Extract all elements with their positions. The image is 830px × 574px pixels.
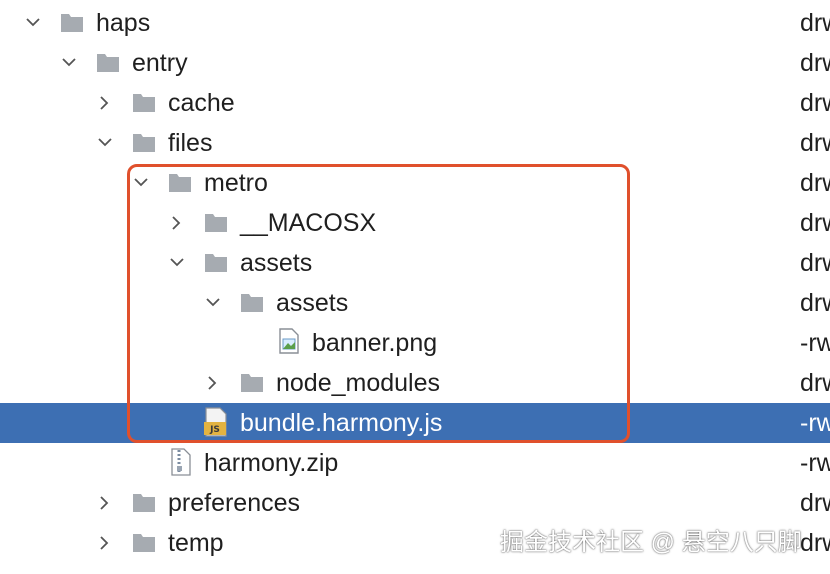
tree-item-label: files (168, 129, 213, 157)
folder-icon (96, 51, 120, 73)
chevron-right-icon[interactable] (98, 96, 110, 110)
tree-row-assets[interactable]: assets drw (0, 243, 830, 283)
folder-icon (132, 491, 156, 513)
folder-icon (132, 531, 156, 553)
permission-text: drw (800, 129, 830, 157)
chevron-right-icon[interactable] (98, 496, 110, 510)
permission-text: drw (800, 89, 830, 117)
tree-item-label: __MACOSX (240, 209, 377, 237)
tree-row-haps[interactable]: haps drw (0, 3, 830, 43)
permission-text: drw (800, 49, 830, 77)
permission-text: drw (800, 169, 830, 197)
tree-item-label: node_modules (276, 369, 441, 397)
folder-icon (168, 171, 192, 193)
permission-text: drw (800, 9, 830, 37)
tree-item-label: preferences (168, 489, 301, 517)
folder-icon (132, 131, 156, 153)
tree-row-files[interactable]: files drw (0, 123, 830, 163)
chevron-down-icon[interactable] (26, 16, 40, 28)
chevron-right-icon[interactable] (98, 536, 110, 550)
permission-text: -rw (800, 449, 830, 477)
tree-item-label: bundle.harmony.js (240, 409, 443, 437)
chevron-down-icon[interactable] (98, 136, 112, 148)
permission-text: drw (800, 529, 830, 557)
folder-icon (60, 11, 84, 33)
tree-item-label: assets (240, 249, 313, 277)
js-file-icon: JS (203, 407, 227, 437)
chevron-down-icon[interactable] (134, 176, 148, 188)
folder-icon (240, 371, 264, 393)
watermark-text: 掘金技术社区 @ 悬空八只脚 (500, 529, 802, 556)
tree-row-macosx[interactable]: __MACOSX drw (0, 203, 830, 243)
tree-item-label: banner.png (312, 329, 438, 357)
tree-item-label: cache (168, 89, 235, 117)
tree-row-assets-nested[interactable]: assets drw (0, 283, 830, 323)
folder-icon (240, 291, 264, 313)
tree-row-entry[interactable]: entry drw (0, 43, 830, 83)
tree-row-harmony-zip[interactable]: harmony.zip -rw (0, 443, 830, 483)
tree-row-cache[interactable]: cache drw (0, 83, 830, 123)
svg-text:JS: JS (209, 425, 220, 435)
tree-row-bundle-harmony-js[interactable]: JS bundle.harmony.js -rw (0, 403, 830, 443)
tree-row-metro[interactable]: metro drw (0, 163, 830, 203)
chevron-down-icon[interactable] (206, 296, 220, 308)
chevron-down-icon[interactable] (62, 56, 76, 68)
tree-item-label: harmony.zip (204, 449, 339, 477)
permission-text: -rw (800, 409, 830, 437)
permission-text: drw (800, 209, 830, 237)
permission-text: drw (800, 369, 830, 397)
tree-row-banner-png[interactable]: banner.png -rw (0, 323, 830, 363)
permission-text: drw (800, 489, 830, 517)
chevron-down-icon[interactable] (170, 256, 184, 268)
tree-item-label: assets (276, 289, 349, 317)
folder-icon (204, 251, 228, 273)
permission-text: drw (800, 249, 830, 277)
image-file-icon (278, 328, 302, 354)
permission-text: -rw (800, 329, 830, 357)
folder-icon (204, 211, 228, 233)
tree-item-label: temp (168, 529, 224, 557)
tree-row-node-modules[interactable]: node_modules drw (0, 363, 830, 403)
tree-item-label: metro (204, 169, 268, 197)
tree-item-label: haps (96, 9, 151, 37)
permission-text: drw (800, 289, 830, 317)
tree-row-temp[interactable]: temp drw (0, 523, 830, 563)
chevron-right-icon[interactable] (206, 376, 218, 390)
zip-file-icon (170, 448, 194, 476)
tree-item-label: entry (132, 49, 188, 77)
chevron-right-icon[interactable] (170, 216, 182, 230)
tree-row-preferences[interactable]: preferences drw (0, 483, 830, 523)
folder-icon (132, 91, 156, 113)
